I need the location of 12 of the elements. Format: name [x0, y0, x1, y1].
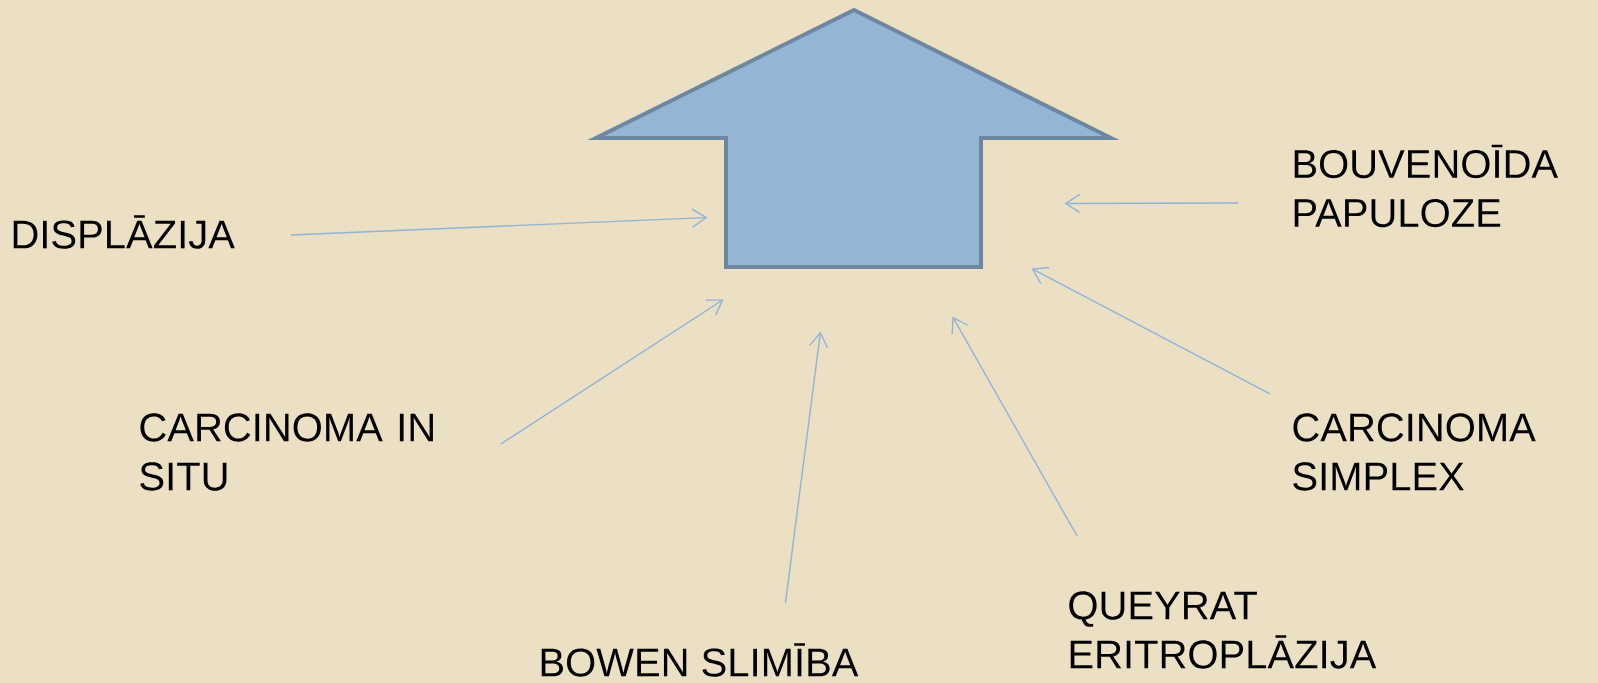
arrow — [1031, 266, 1271, 395]
arrow — [951, 316, 1078, 537]
label-text: QUEYRAT ERITROPLĀZIJA — [1069, 591, 1377, 669]
arrow — [1064, 193, 1239, 214]
arrow — [290, 208, 708, 236]
arrow — [500, 299, 724, 445]
label-text: CARCINOMA SIMPLEX — [1293, 413, 1536, 491]
label-text: CARCINOMA IN SITU — [140, 413, 433, 491]
label-text: BOUVENOĪDA PAPULOZE — [1294, 144, 1559, 228]
label-text: BOWEN SLIMĪBA — [541, 643, 859, 677]
arrow — [784, 331, 829, 604]
label-text: DISPLĀZIJA — [13, 215, 235, 249]
